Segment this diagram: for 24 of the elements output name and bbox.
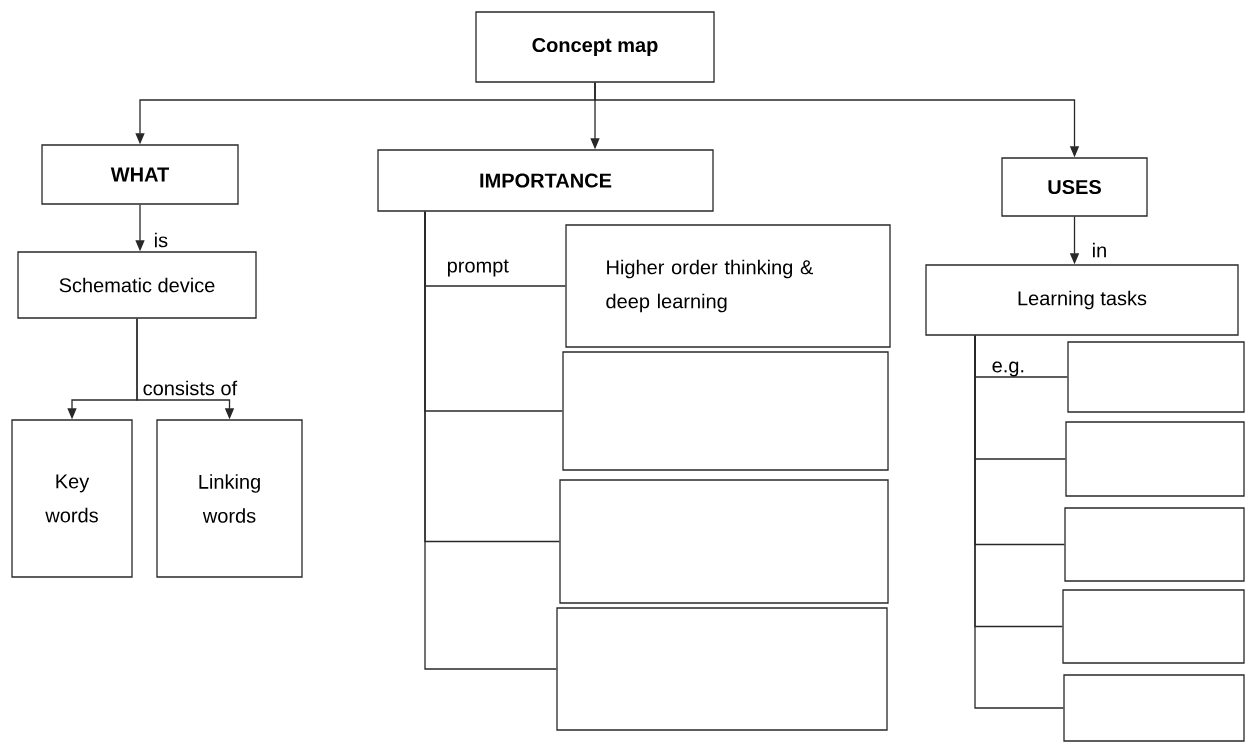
text-box: Linking words — [156, 419, 303, 578]
concept-box: WHAT — [41, 144, 239, 205]
concept-box: Concept map — [475, 11, 715, 83]
connector-line — [974, 335, 1064, 709]
edge-label: in — [1093, 242, 1106, 258]
concept-box: USES — [1001, 157, 1148, 217]
edge-label: is — [155, 232, 168, 248]
blank-box — [1067, 341, 1245, 413]
connector-line — [424, 211, 557, 670]
blank-box — [1062, 589, 1245, 664]
blank-box — [562, 351, 889, 471]
text-box: Learning tasks — [925, 264, 1239, 336]
blank-box — [1065, 421, 1245, 497]
concept-box: IMPORTANCE — [377, 149, 714, 212]
text-box: Higher order thinking & deep learning — [565, 224, 891, 348]
edge-label: consists of — [143, 380, 238, 396]
text-box: Key words — [11, 419, 133, 578]
blank-box — [559, 479, 889, 604]
blank-box — [1064, 507, 1245, 582]
edge-label: prompt — [447, 259, 509, 277]
blank-box — [1063, 674, 1245, 742]
blank-box — [556, 607, 888, 731]
text-box: Schematic device — [17, 251, 257, 319]
edge-label: e.g. — [992, 361, 1024, 377]
